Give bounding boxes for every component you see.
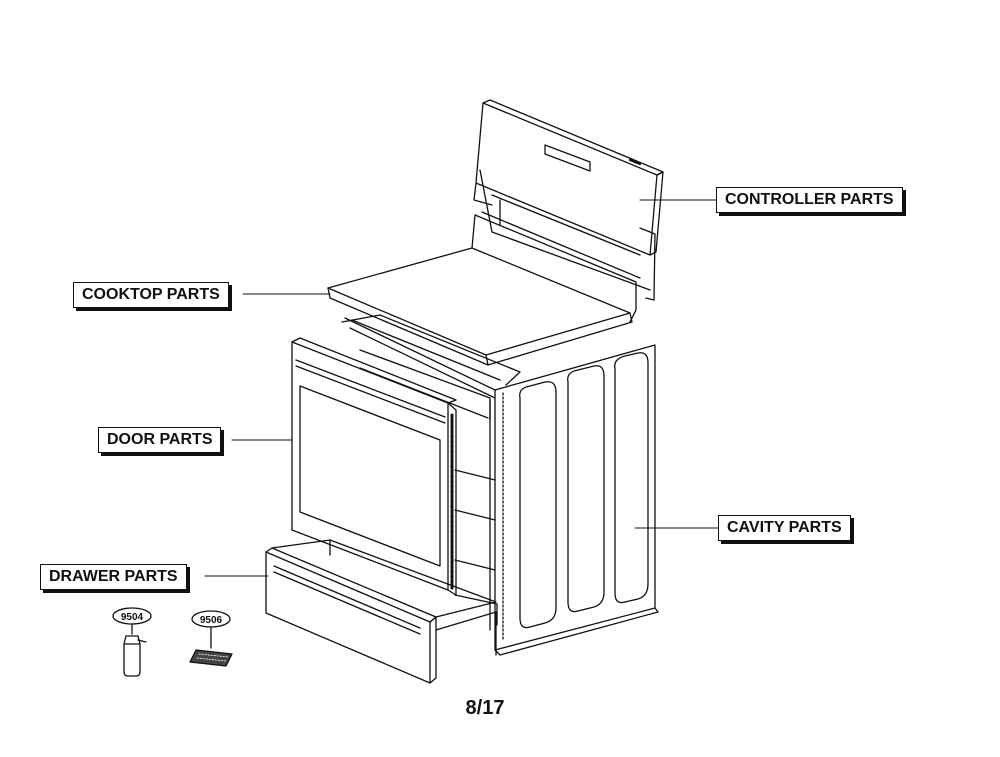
drawer-assembly [265,539,497,684]
door-assembly [291,337,457,596]
part-tag-9506: 9506 [200,615,223,626]
cooktop-parts-label[interactable]: COOKTOP PARTS [73,282,229,308]
leader-lines [204,199,719,577]
door-parts-label[interactable]: DOOR PARTS [98,427,222,453]
page-number: 8/17 [465,697,505,719]
scrub-pad-icon [189,649,233,667]
controller-parts-label[interactable]: CONTROLLER PARTS [716,187,903,213]
drawer-parts-label[interactable]: DRAWER PARTS [40,564,187,590]
controller-assembly [473,99,664,301]
accessory-9506: 9506 [189,610,233,667]
cavity-parts-label[interactable]: CAVITY PARTS [718,515,851,541]
part-tag-9504: 9504 [121,612,144,623]
accessory-9504: 9504 [112,607,152,677]
cavity-assembly [344,317,659,656]
spray-bottle-icon [123,635,147,677]
cooktop-assembly [327,211,641,386]
